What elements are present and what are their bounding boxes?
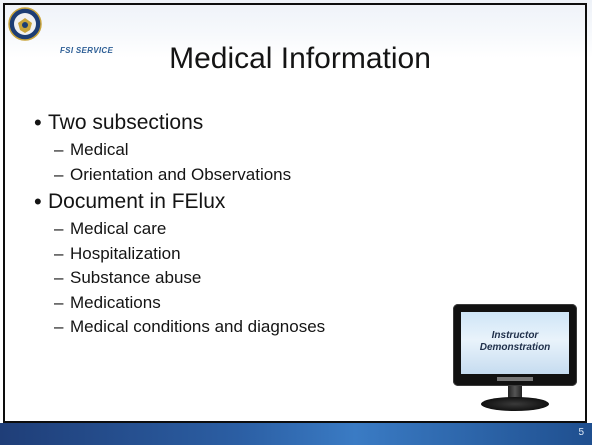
dash-icon: – [54, 140, 64, 159]
footer-band: 5 [0, 423, 592, 445]
sub-bullet-text: Medical [70, 140, 129, 159]
sub-bullet-text: Substance abuse [70, 268, 202, 287]
va-seal-icon [8, 7, 42, 41]
monitor-caption-line2: Demonstration [479, 342, 551, 353]
dash-icon: – [54, 268, 64, 287]
dash-icon: – [54, 243, 64, 263]
dash-icon: – [54, 164, 64, 184]
slide-number: 5 [578, 427, 584, 438]
sub-bullet-item: –Medical care [34, 217, 454, 242]
bullet-text: Document in FElux [48, 190, 226, 213]
sub-bullet-text: Medical conditions and diagnoses [70, 317, 326, 336]
monitor-bezel: Instructor Demonstration [453, 304, 577, 386]
bullet-dot: • [34, 110, 42, 135]
sub-bullet-item: –Medical conditions and diagnoses [34, 315, 454, 340]
monitor-icon: Instructor Demonstration [453, 304, 577, 418]
bullet-dot: • [34, 189, 42, 214]
sub-bullet-item: –Medical [34, 138, 454, 163]
slide-title: Medical Information [169, 42, 431, 75]
monitor-caption-line1: Instructor [491, 330, 539, 341]
sub-bullet-item: –Hospitalization [34, 242, 454, 267]
bullet-item: • Two subsections [34, 108, 454, 138]
monitor-neck [508, 386, 522, 398]
sub-bullet-item: –Substance abuse [34, 266, 454, 291]
sub-bullet-item: –Orientation and Observations [34, 163, 454, 188]
sub-bullet-text: Hospitalization [70, 243, 181, 263]
monitor-brand-strip [497, 377, 533, 381]
bullet-list: • Two subsections –Medical –Orientation … [34, 108, 454, 340]
sub-bullet-text: Orientation and Observations [70, 164, 292, 184]
header-band [0, 0, 592, 58]
sub-bullet-text: Medications [70, 292, 161, 312]
sub-bullet-item: –Medications [34, 291, 454, 316]
sub-bullet-text: Medical care [70, 219, 167, 238]
monitor-caption: Instructor Demonstration [461, 330, 569, 354]
slide-frame [3, 3, 587, 423]
dash-icon: – [54, 219, 64, 238]
dash-icon: – [54, 317, 64, 336]
brand-text: FSI SERVICE [60, 46, 114, 55]
dash-icon: – [54, 292, 64, 312]
monitor-stand [481, 397, 549, 411]
bullet-text: Two subsections [48, 111, 204, 134]
monitor-screen: Instructor Demonstration [461, 312, 569, 374]
bullet-item: • Document in FElux [34, 187, 454, 217]
